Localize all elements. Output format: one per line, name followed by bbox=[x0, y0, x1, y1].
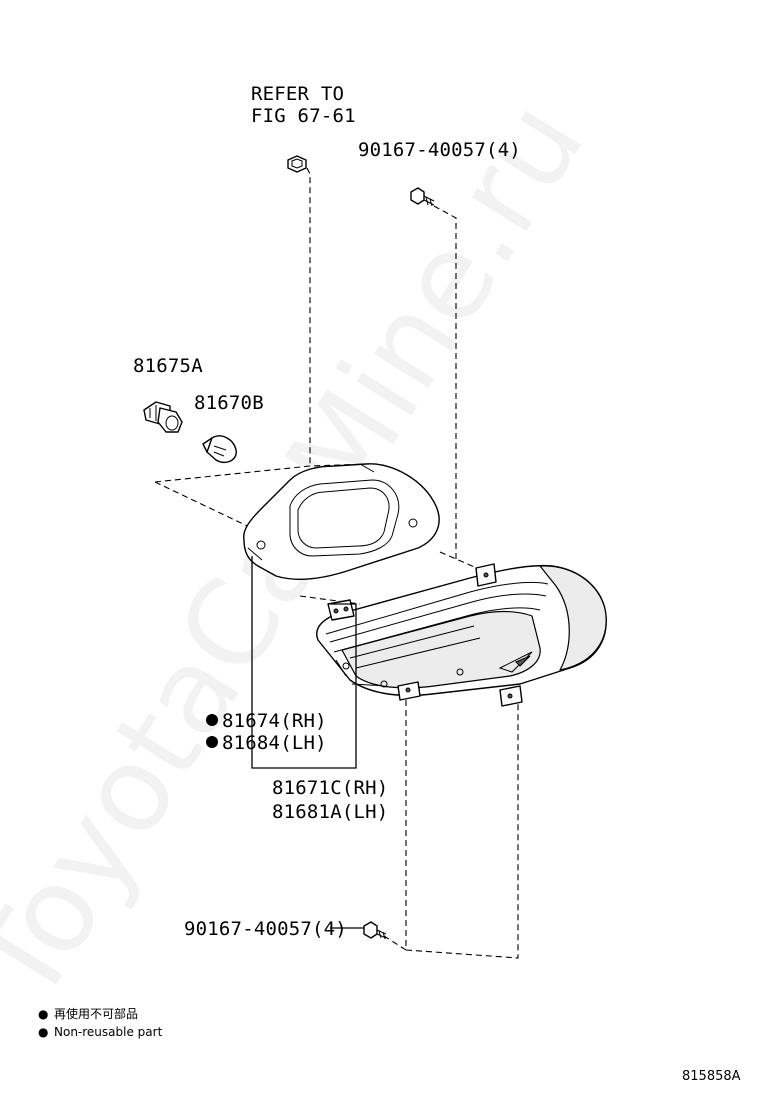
bulb-socket bbox=[143, 401, 183, 433]
leader-line-lamp-right bbox=[330, 603, 357, 750]
refer-label-line1: REFER TO bbox=[251, 83, 344, 105]
gasket-lh-label: 81684(LH) bbox=[222, 732, 327, 754]
non-reusable-marker-lh bbox=[206, 736, 218, 748]
screw-top bbox=[410, 187, 435, 207]
screw-top-label: 90167-40057(4) bbox=[358, 139, 521, 161]
legend-line-en: Non-reusable part bbox=[54, 1025, 163, 1039]
dash-line-screw-top bbox=[433, 205, 457, 560]
bulb-label: 81670B bbox=[194, 392, 264, 414]
dash-line-screw-bottom bbox=[383, 935, 407, 951]
legend-marker-2: ● bbox=[38, 1025, 48, 1039]
screw-bottom-label: 90167-40057(4) bbox=[184, 918, 347, 940]
legend-marker-1: ● bbox=[38, 1007, 48, 1021]
lamp-lh-label: 81681A(LH) bbox=[272, 801, 388, 823]
rear-lamp-body bbox=[316, 563, 607, 707]
refer-label-line2: FIG 67-61 bbox=[251, 105, 356, 127]
leader-line-lamp-left bbox=[251, 556, 357, 769]
gasket bbox=[243, 463, 440, 581]
bulb bbox=[202, 435, 237, 464]
lamp-rh-label: 81671C(RH) bbox=[272, 777, 388, 799]
dash-line-nut bbox=[306, 167, 311, 466]
screw-bottom bbox=[363, 921, 387, 940]
dash-frame-bottom bbox=[405, 700, 519, 959]
non-reusable-marker-rh bbox=[206, 714, 218, 726]
gasket-rh-label: 81674(RH) bbox=[222, 710, 327, 732]
figure-number: 815858A bbox=[682, 1069, 741, 1084]
clip-nut bbox=[287, 155, 307, 173]
bulb-socket-label: 81675A bbox=[133, 355, 203, 377]
legend-line-jp: 再使用不可部品 bbox=[54, 1006, 138, 1021]
